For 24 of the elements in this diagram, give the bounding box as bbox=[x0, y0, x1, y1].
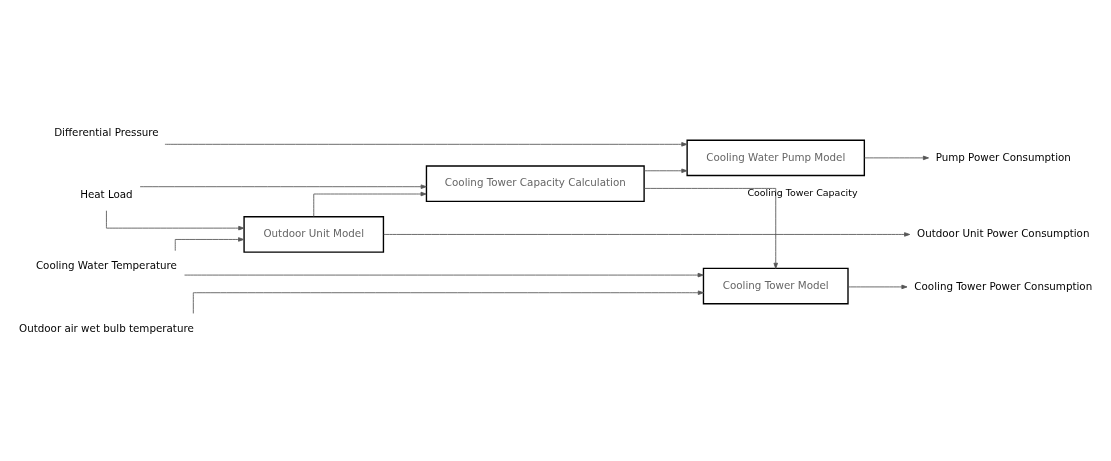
node-text: Outdoor air wet bulb temperature bbox=[19, 321, 194, 334]
arrow bbox=[106, 209, 245, 230]
node-text: Cooling Tower Power Consumption bbox=[914, 279, 1093, 292]
node-text: Heat Load bbox=[80, 187, 133, 200]
edge-label: Cooling Tower Capacity bbox=[747, 186, 858, 198]
arrow bbox=[863, 155, 929, 160]
node-box: Cooling Water Pump Model bbox=[686, 139, 866, 176]
arrow bbox=[139, 183, 427, 189]
node-text: Pump Power Consumption bbox=[935, 150, 1071, 163]
node-box: Cooling Tower Capacity Calculation bbox=[425, 164, 645, 202]
arrow bbox=[643, 187, 778, 269]
arrow bbox=[164, 141, 688, 147]
arrow bbox=[313, 191, 427, 217]
node-box: Outdoor Unit Model bbox=[243, 215, 385, 253]
arrow bbox=[192, 290, 704, 314]
arrow bbox=[383, 231, 911, 237]
arrow bbox=[184, 272, 704, 277]
arrow bbox=[643, 168, 688, 173]
node-text: Cooling Water Temperature bbox=[35, 258, 177, 271]
arrow bbox=[174, 236, 245, 251]
node-text: Outdoor Unit Power Consumption bbox=[917, 226, 1090, 239]
node-box: Cooling Tower Model bbox=[702, 267, 849, 304]
arrow bbox=[847, 284, 908, 289]
node-text: Differential Pressure bbox=[54, 125, 159, 138]
